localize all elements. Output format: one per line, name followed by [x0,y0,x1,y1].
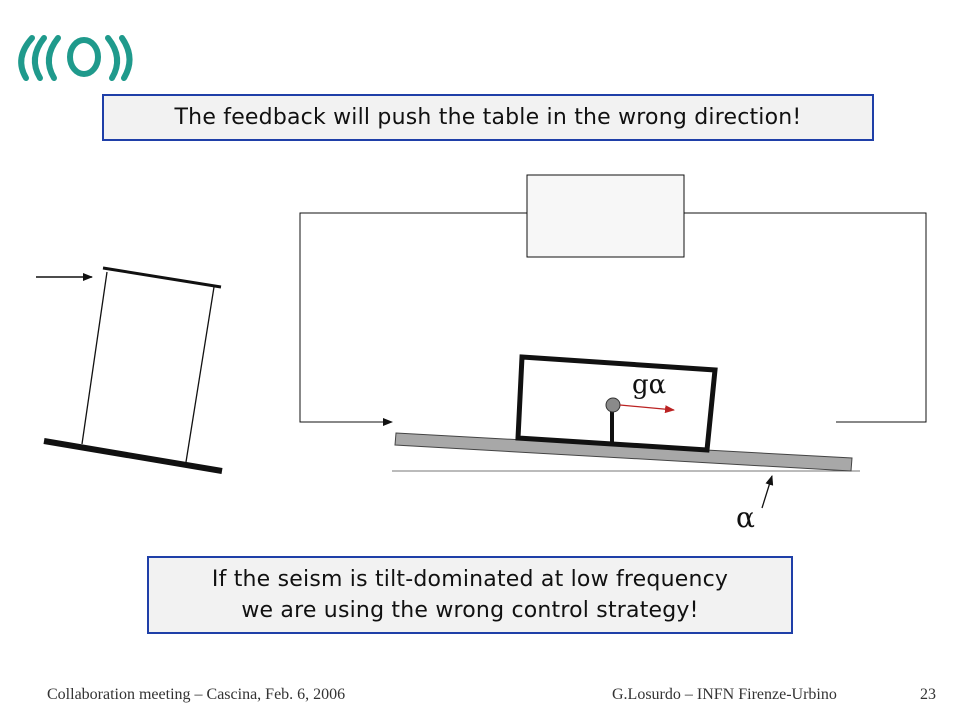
conclusion-line-1: If the seism is tilt-dominated at low fr… [211,567,729,592]
controller-box [526,174,685,258]
feedback-wire-right [684,212,927,423]
test-mass [605,397,621,413]
conclusion-callout-bottom: If the seism is tilt-dominated at low fr… [147,556,793,634]
acceleration-arrow [619,404,675,414]
acceleration-label: gα [632,370,666,400]
page-number: 23 [920,686,936,703]
tilted-table [394,432,853,472]
tilt-arrow [761,475,774,509]
feedback-loop [299,174,927,426]
virgo-logo-icon [18,35,133,81]
sensor-box [515,354,718,453]
footer-event: Collaboration meeting – Cascina, Feb. 6,… [47,686,346,703]
pendulum-base-bar [43,438,223,474]
pendulum-wire-right [185,286,215,463]
footer-author: G.Losurdo – INFN Firenze-Urbino [612,686,837,703]
pendulum-top-bar [102,266,222,289]
warning-callout-top: The feedback will push the table in the … [102,94,874,141]
warning-text-top: The feedback will push the table in the … [174,105,802,130]
pendulum-sketch [36,266,223,474]
conclusion-line-2: we are using the wrong control strategy! [241,598,699,623]
pendulum-wire-left [81,271,108,445]
tilt-angle-label: α [736,501,755,534]
feedback-wire-left [299,212,527,426]
